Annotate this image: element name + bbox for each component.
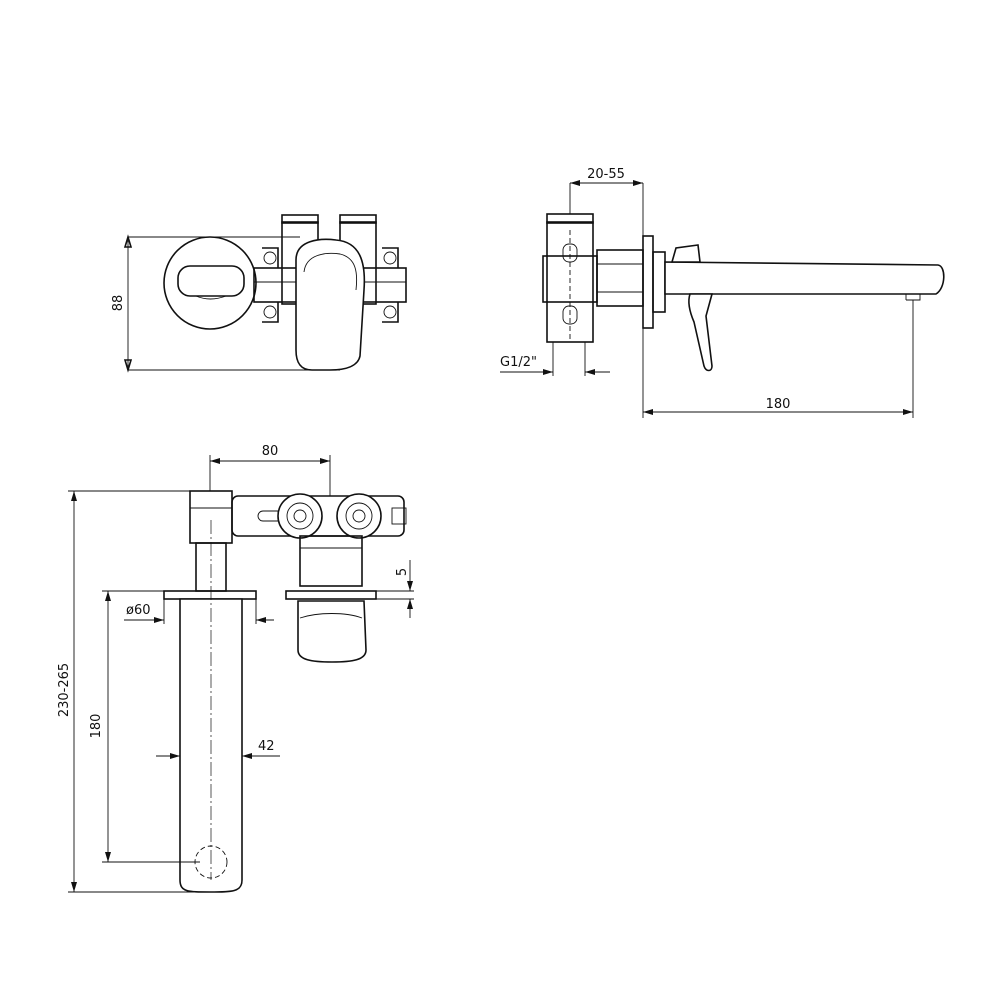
top-view: 80 5 ø60 42 230-265 180 — [57, 444, 414, 893]
front-height-dim: 88 — [111, 295, 126, 312]
top-total-length-dim: 230-265 — [57, 663, 72, 717]
top-spout-length-dim: 180 — [89, 714, 104, 739]
top-flange-diameter-dim: ø60 — [126, 603, 151, 618]
side-view: 20-55 G1/2" 180 — [500, 167, 945, 418]
front-view: 88 — [111, 214, 407, 373]
side-depth-dim: 20-55 — [587, 167, 625, 182]
top-flange-offset-dim: 5 — [395, 568, 410, 576]
top-center-dim: 80 — [262, 444, 279, 459]
top-spout-width-dim: 42 — [258, 739, 275, 754]
side-thread-dim: G1/2" — [500, 355, 537, 370]
side-reach-dim: 180 — [766, 397, 791, 412]
